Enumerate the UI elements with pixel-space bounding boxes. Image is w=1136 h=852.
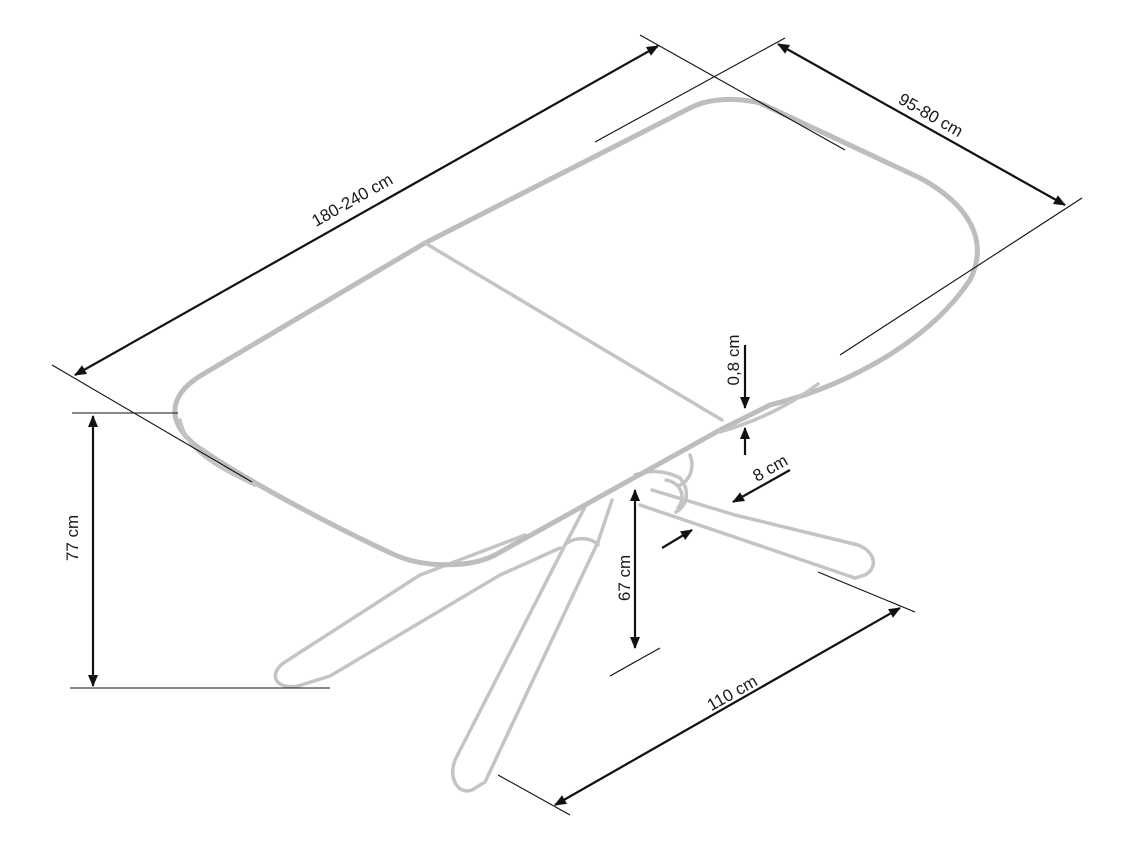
table-top-edge (178, 382, 820, 487)
table-leg-back-right (638, 478, 875, 580)
thickness-dimension: 0,8 cm (724, 334, 750, 455)
width-dimension: 95-80 cm (594, 37, 1083, 356)
clearance-dimension: 67 cm (609, 489, 661, 677)
leg-span-dimension: 110 cm (497, 571, 916, 816)
table-drawing (172, 96, 980, 793)
height-label: 77 cm (63, 515, 82, 561)
height-dimension: 77 cm (63, 412, 330, 689)
clearance-label: 67 cm (615, 555, 634, 601)
extension-leaf-seam (423, 241, 724, 422)
table-leg-front (450, 498, 614, 793)
table-leg-left (273, 533, 562, 689)
table-top (172, 96, 980, 568)
dimension-annotations: 180-240 cm 95-80 cm 77 cm 0,8 cm 8 cm (51, 34, 1083, 816)
thickness-label: 0,8 cm (724, 334, 743, 385)
